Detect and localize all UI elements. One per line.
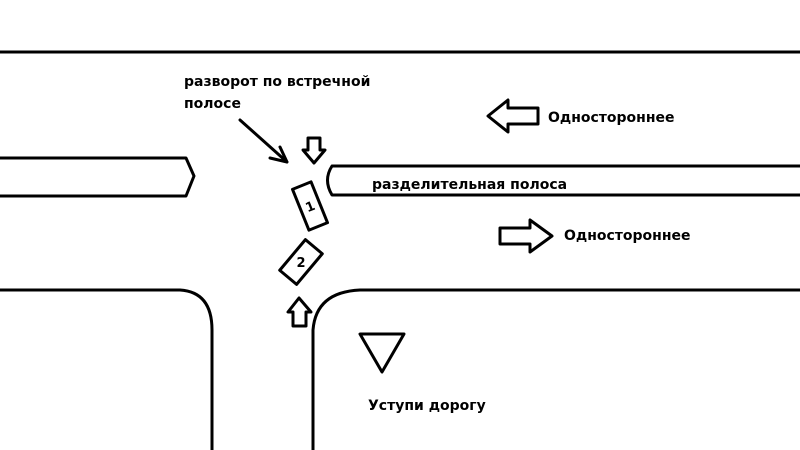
u-turn-pointer-arrow-icon xyxy=(238,118,289,164)
right-median-island xyxy=(326,164,800,197)
u-turn-label-line-2: полосе xyxy=(184,96,241,112)
bottom-right-road-edge xyxy=(311,288,800,450)
up-arrow-icon xyxy=(286,296,313,328)
yield-sign-icon xyxy=(358,332,406,374)
down-arrow-icon xyxy=(301,136,327,165)
car-1: 1 xyxy=(290,180,330,232)
median-label: разделительная полоса xyxy=(372,177,567,193)
one-way-bottom-label: Одностороннее xyxy=(564,228,691,244)
one-way-left-arrow-icon xyxy=(486,98,540,134)
bottom-left-road-edge xyxy=(0,288,214,450)
car-2-body xyxy=(278,238,324,286)
left-median-island xyxy=(0,156,196,198)
car-2: 2 xyxy=(278,238,324,286)
car-1-body xyxy=(290,180,330,232)
one-way-right-arrow-icon xyxy=(498,218,554,254)
one-way-top-label: Одностороннее xyxy=(548,110,675,126)
car-2-number: 2 xyxy=(296,256,305,271)
u-turn-label-line-1: разворот по встречной xyxy=(184,74,370,90)
yield-label: Уступи дорогу xyxy=(368,398,486,414)
